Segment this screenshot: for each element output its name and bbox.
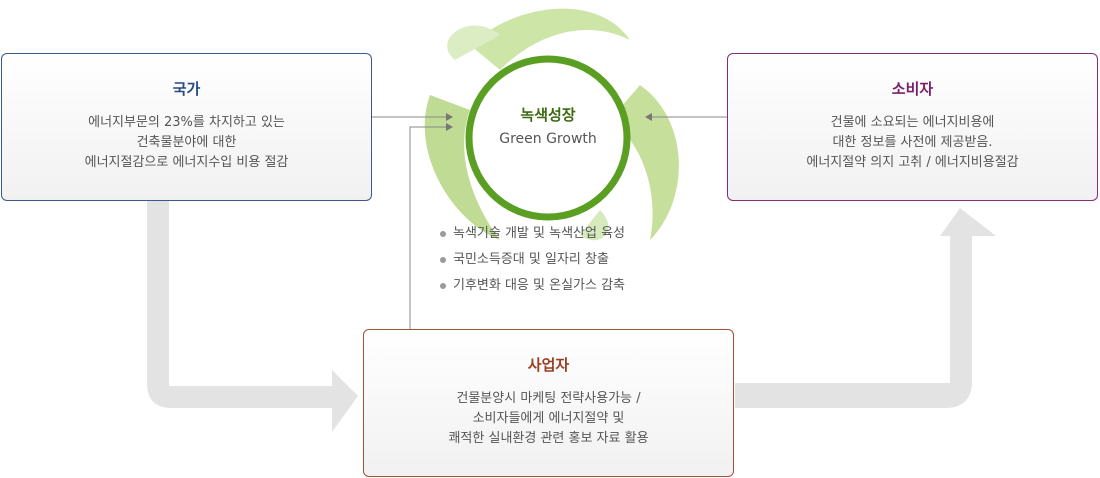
bullet-dot-icon [440,283,446,289]
center-subtitle: Green Growth [499,131,597,147]
consumer-title: 소비자 [891,80,934,98]
center-title: 녹색성장 [520,106,576,124]
goal-item: 국민소득증대 및 일자리 창출 [440,250,625,276]
business-title: 사업자 [527,356,570,374]
goal-list: 녹색기술 개발 및 녹색산업 육성 국민소득증대 및 일자리 창출 기후변화 대… [440,224,625,302]
connector-business-to-center [409,123,453,329]
consumer-box: 소비자 건물에 소요되는 에너지비용에 대한 정보를 사전에 제공받음. 에너지… [727,53,1098,201]
green-growth-ring [465,55,631,221]
center-label: 녹색성장 Green Growth [470,104,626,147]
goal-item: 기후변화 대응 및 온실가스 감축 [440,276,625,302]
connector-nation-to-center [372,113,453,121]
nation-description: 에너지부문의 23%를 차지하고 있는 건축물분야에 대한 에너지절감으로 에너… [84,115,289,170]
goal-item: 녹색기술 개발 및 녹색산업 육성 [440,224,625,250]
bullet-dot-icon [440,231,446,237]
flow-arrow-business-to-consumer [735,208,996,408]
flow-arrow-nation-to-business [147,200,358,432]
connector-consumer-to-center [645,113,727,121]
business-description: 건물분양시 마케팅 전략사용가능 / 소비자들에게 에너지절약 및 쾌적한 실내… [448,391,649,446]
nation-title: 국가 [172,80,201,98]
bullet-dot-icon [440,257,446,263]
consumer-description: 건물에 소요되는 에너지비용에 대한 정보를 사전에 제공받음. 에너지절약 의… [806,115,1019,170]
nation-box: 국가 에너지부문의 23%를 차지하고 있는 건축물분야에 대한 에너지절감으로… [1,53,372,201]
business-box: 사업자 건물분양시 마케팅 전략사용가능 / 소비자들에게 에너지절약 및 쾌적… [363,329,734,477]
